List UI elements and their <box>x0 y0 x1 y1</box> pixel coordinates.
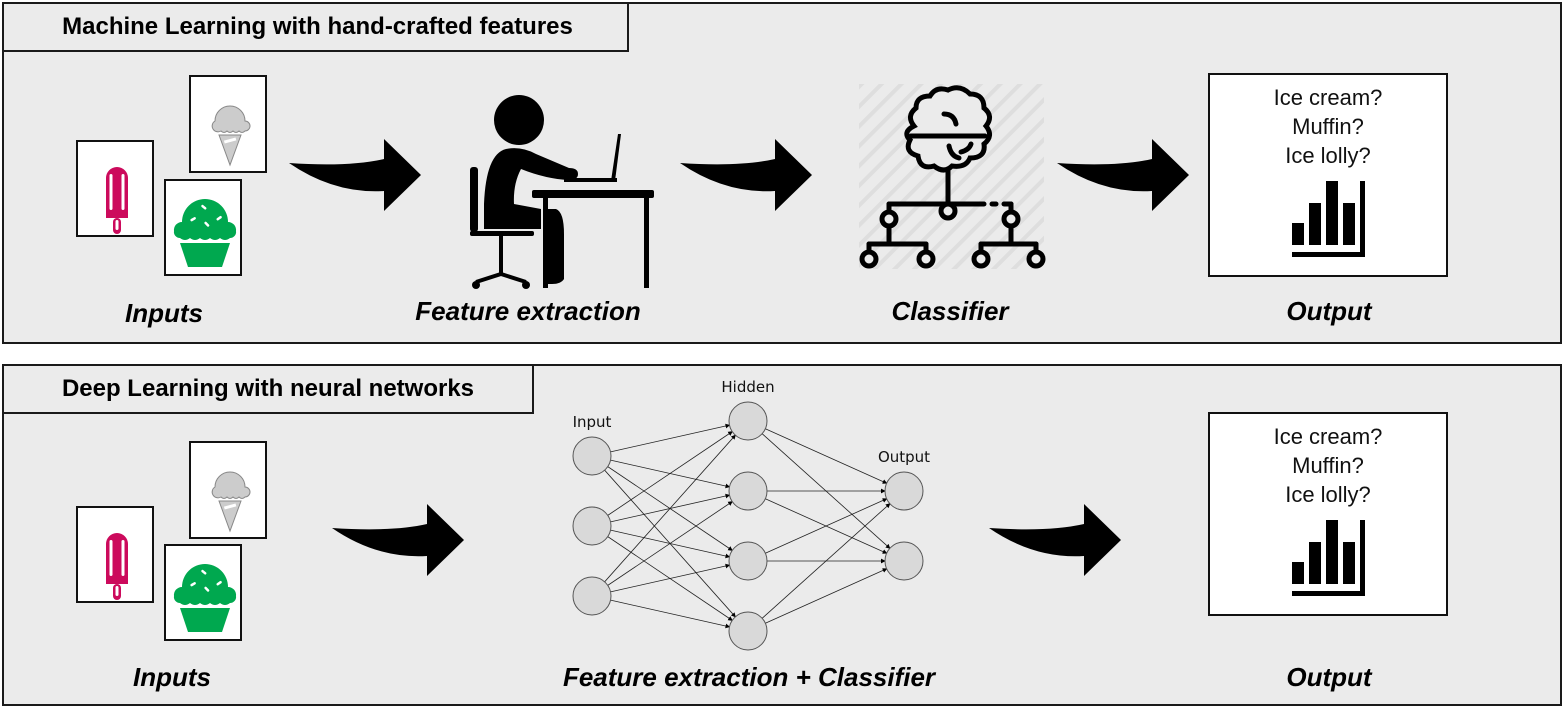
nn-node-output <box>884 471 924 511</box>
nn-node-hidden <box>728 541 768 581</box>
ml-output-box: Ice cream? Muffin? Ice lolly? <box>1208 73 1448 277</box>
arrow-right-icon <box>989 504 1121 576</box>
nn-connection <box>604 434 736 583</box>
nn-node-input <box>572 436 612 476</box>
muffin-icon <box>173 199 237 267</box>
nn-connection <box>765 498 888 554</box>
ml-panel: Machine Learning with hand-crafted featu… <box>2 2 1562 344</box>
nn-connection <box>761 503 891 619</box>
ice-cream-icon <box>211 105 251 167</box>
nn-layer-label-hidden: Hidden <box>721 378 774 396</box>
output-option-ice-cream: Ice cream? <box>1273 85 1383 110</box>
nn-connection <box>607 431 733 516</box>
dl-output-box: Ice cream? Muffin? Ice lolly? <box>1208 412 1448 616</box>
arrow-right-icon <box>332 504 464 576</box>
nn-connection <box>765 428 888 484</box>
brain-decision-tree-icon <box>859 84 1046 269</box>
bar-chart-icon <box>1292 181 1365 257</box>
dl-inputs-label: Inputs <box>133 662 211 692</box>
ml-inputs-label: Inputs <box>125 298 203 328</box>
dl-panel-title: Deep Learning with neural networks <box>4 366 534 414</box>
arrow-right-icon <box>680 139 812 211</box>
nn-node-input <box>572 576 612 616</box>
output-option-ice-lolly: Ice lolly? <box>1285 482 1371 507</box>
arrow-right-icon <box>1057 139 1189 211</box>
nn-node-output <box>884 541 924 581</box>
dl-output-label: Output <box>1286 662 1372 692</box>
muffin-icon <box>173 564 237 632</box>
bar-chart-icon <box>1292 520 1365 596</box>
nn-connection <box>765 568 888 624</box>
nn-connection <box>610 563 731 593</box>
ice-lolly-icon <box>106 533 128 600</box>
nn-layer-label-output: Output <box>878 448 930 466</box>
ice-lolly-card <box>76 506 154 603</box>
ice-lolly-card <box>76 140 154 237</box>
nn-node-input <box>572 506 612 546</box>
nn-node-hidden <box>728 611 768 651</box>
nn-connection <box>610 423 731 453</box>
output-option-ice-lolly: Ice lolly? <box>1285 143 1371 168</box>
nn-connection <box>607 501 733 586</box>
dl-panel: Deep Learning with neural networks Input… <box>2 364 1562 706</box>
output-option-muffin: Muffin? <box>1292 114 1364 139</box>
nn-layer-label-input: Input <box>573 413 612 431</box>
ml-feature-extraction-label: Feature extraction <box>415 296 641 326</box>
muffin-card <box>164 544 242 641</box>
dl-feature-extraction-classifier-label: Feature extraction + Classifier <box>562 662 936 692</box>
muffin-card <box>164 179 242 276</box>
nn-node-hidden <box>728 401 768 441</box>
output-option-ice-cream: Ice cream? <box>1273 424 1383 449</box>
ml-panel-title: Machine Learning with hand-crafted featu… <box>4 4 629 52</box>
ml-classifier-label: Classifier <box>891 296 1009 326</box>
ice-cream-card <box>189 441 267 539</box>
ice-cream-card <box>189 75 267 173</box>
nn-node-hidden <box>728 471 768 511</box>
nn-connection <box>610 599 731 629</box>
ice-lolly-icon <box>106 167 128 234</box>
output-option-muffin: Muffin? <box>1292 453 1364 478</box>
ml-output-label: Output <box>1286 296 1372 326</box>
arrow-right-icon <box>289 139 421 211</box>
person-at-laptop-icon <box>470 95 654 289</box>
ice-cream-icon <box>211 471 251 533</box>
